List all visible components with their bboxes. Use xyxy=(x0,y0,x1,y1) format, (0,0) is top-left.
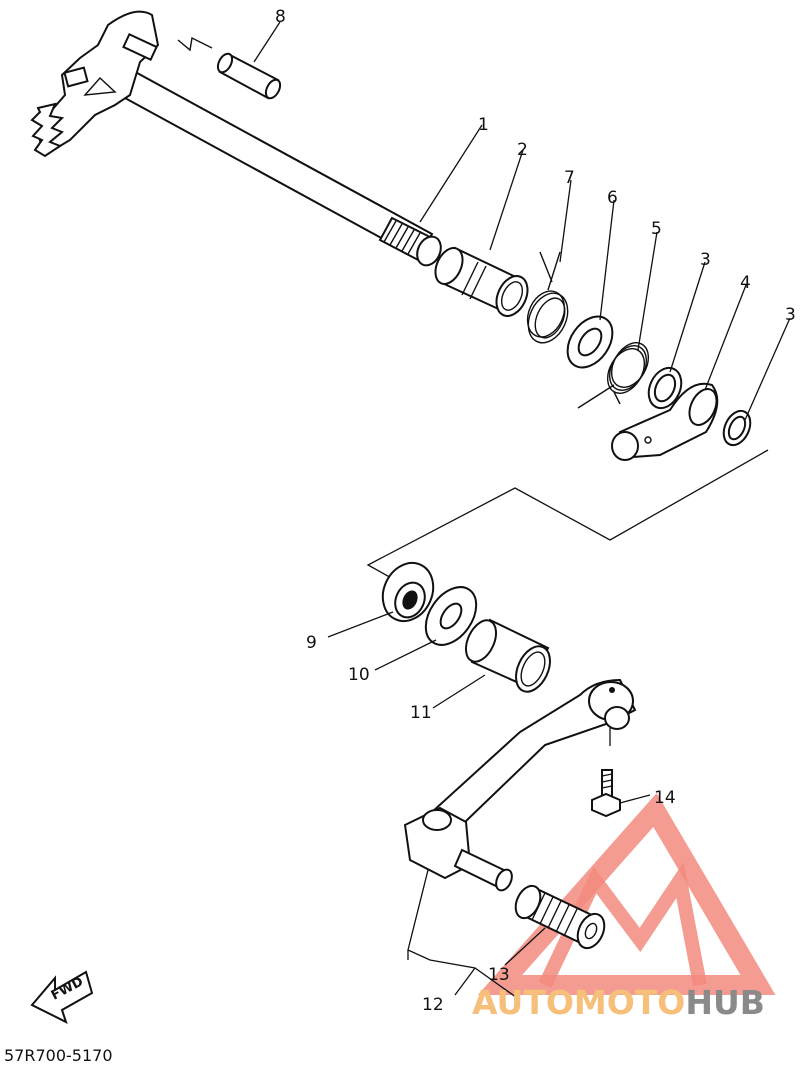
drawing-code: 57R700-5170 xyxy=(4,1046,113,1065)
callout-5: 5 xyxy=(651,219,662,239)
circlip-part-3a xyxy=(647,366,683,410)
callout-3b: 3 xyxy=(785,305,796,325)
callout-7: 7 xyxy=(564,168,575,188)
callout-8: 8 xyxy=(275,7,286,27)
watermark-text-part2: HUB xyxy=(685,983,765,1022)
shift-shaft xyxy=(30,10,442,267)
shift-pedal-part-12 xyxy=(403,678,637,892)
fwd-arrow-icon: FWD xyxy=(30,970,94,1024)
callout-9: 9 xyxy=(306,633,317,653)
group-bracket-upper xyxy=(366,449,769,581)
watermark-triangle xyxy=(477,793,776,995)
callout-11: 11 xyxy=(410,703,432,723)
collar-part-2 xyxy=(434,246,529,317)
callout-3a: 3 xyxy=(700,250,711,270)
callout-10: 10 xyxy=(348,665,370,685)
rubber-part-13 xyxy=(514,884,606,950)
sleeve-part-11 xyxy=(464,618,551,693)
pin-part-8 xyxy=(216,52,282,100)
callout-labels: 1 2 3 3 4 5 6 7 8 9 10 11 12 13 14 xyxy=(275,7,796,1015)
callout-1: 1 xyxy=(478,115,489,135)
callout-14: 14 xyxy=(654,788,676,808)
callout-4: 4 xyxy=(740,273,751,293)
callout-6: 6 xyxy=(607,188,618,208)
spring-part-7 xyxy=(526,251,569,344)
callout-13: 13 xyxy=(488,965,510,985)
watermark-text-part1: AUTOMOTO xyxy=(472,983,685,1022)
callout-12: 12 xyxy=(422,995,444,1015)
arm-part-4 xyxy=(611,382,719,461)
watermark-text: AUTOMOTOHUB xyxy=(472,983,765,1022)
washer-part-6 xyxy=(566,315,614,369)
bearing-part-9 xyxy=(381,561,435,623)
circlip-part-3b xyxy=(722,409,752,447)
leader-lines xyxy=(253,21,791,1001)
bolt-part-14 xyxy=(591,769,621,818)
spring-part-5 xyxy=(577,342,650,409)
callout-2: 2 xyxy=(517,140,528,160)
